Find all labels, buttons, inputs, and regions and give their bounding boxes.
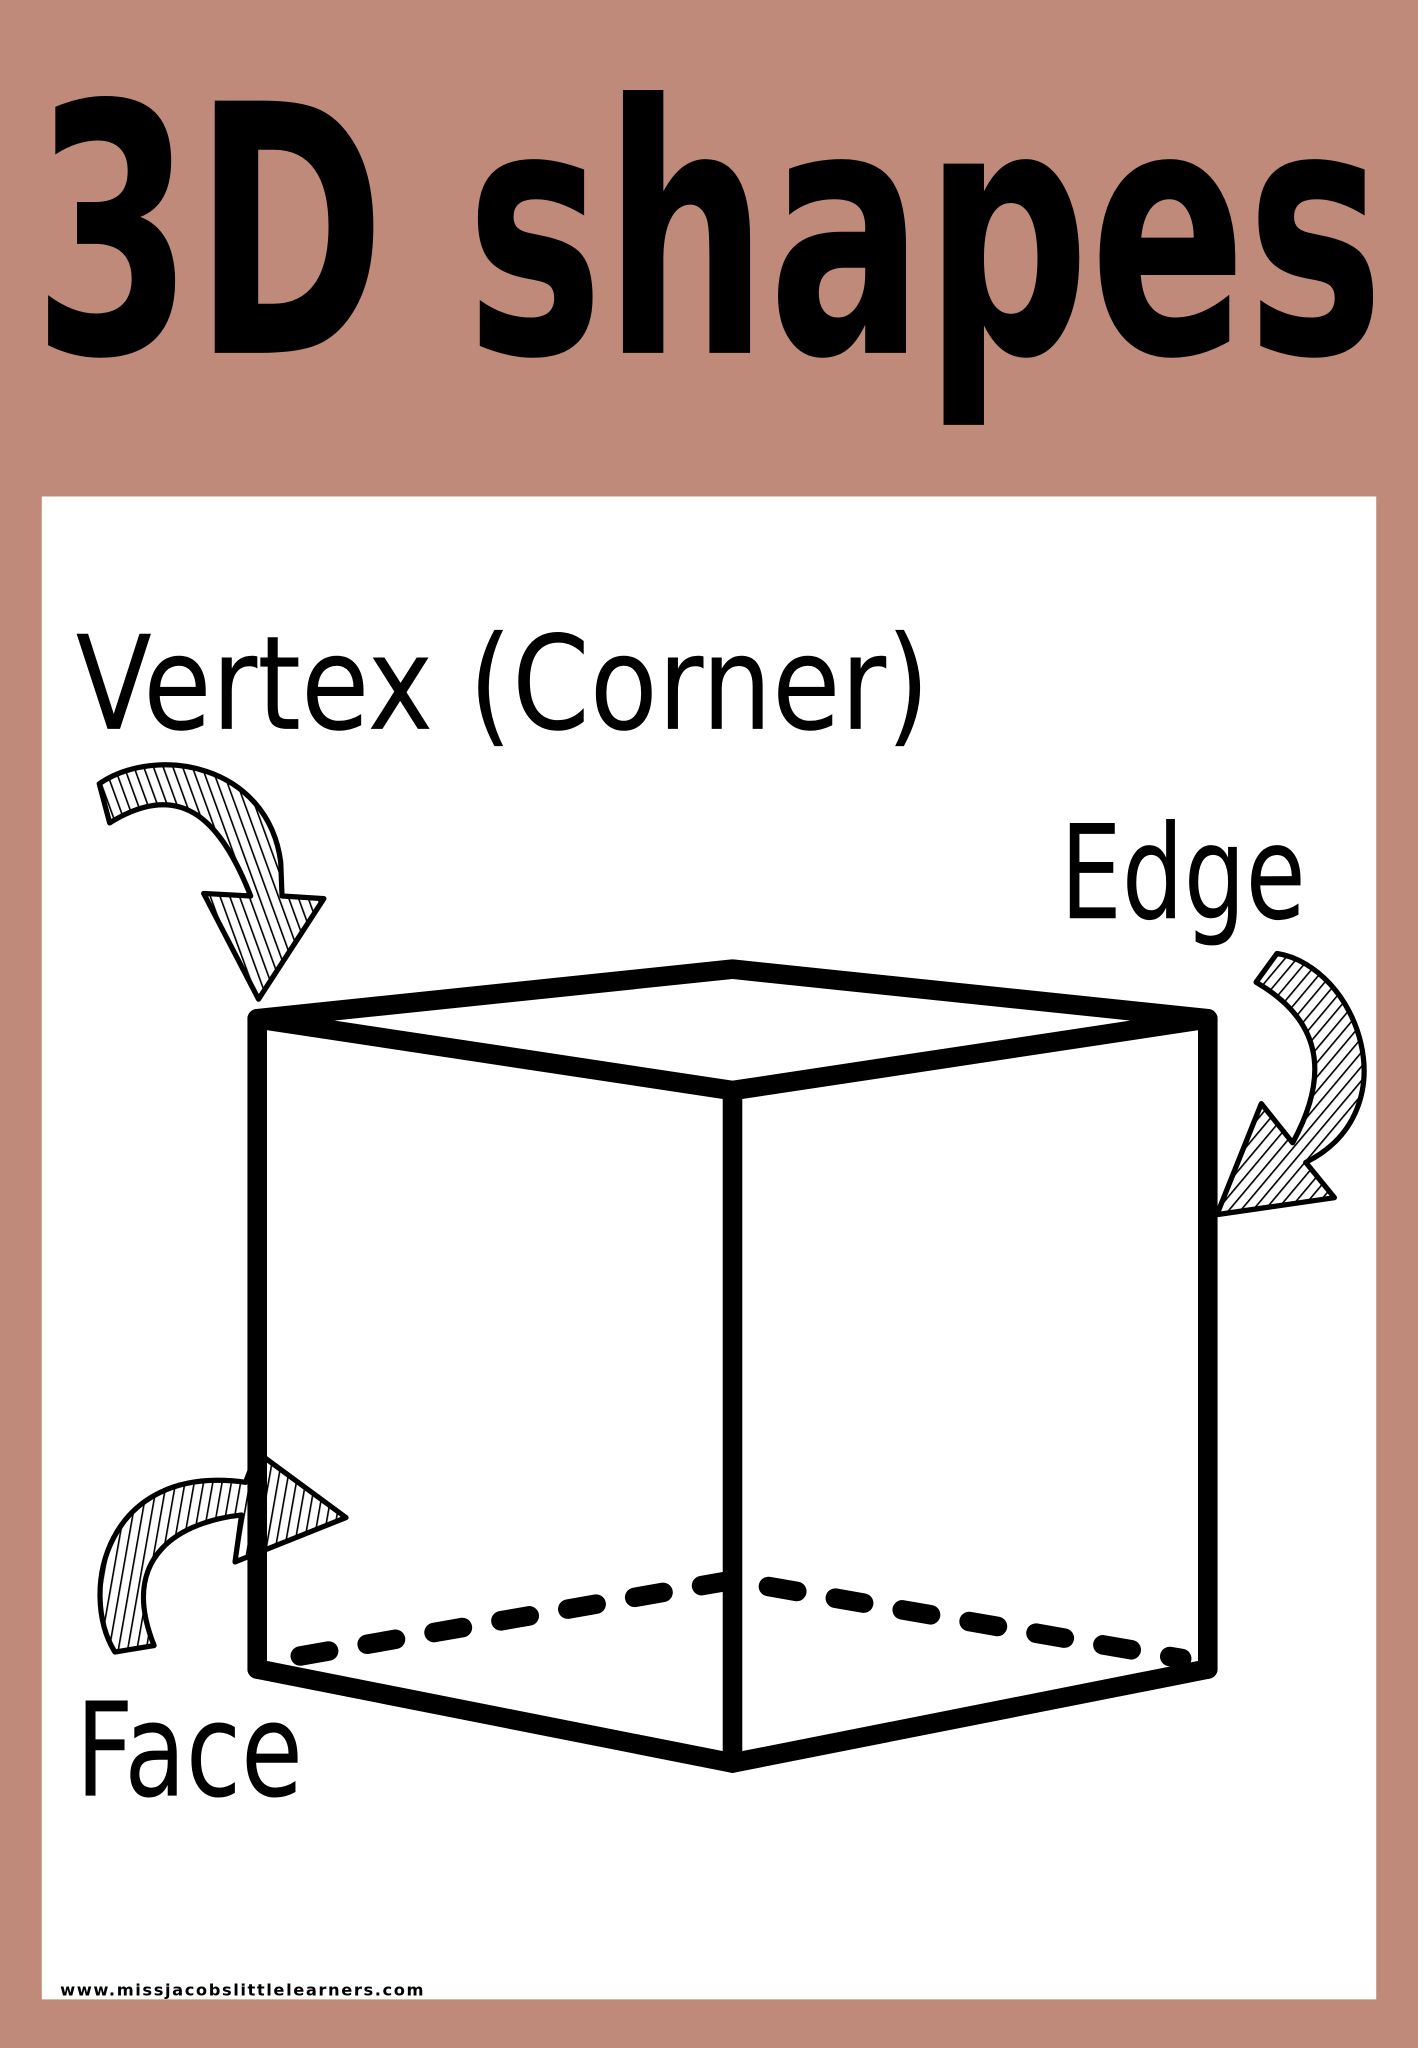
cube-bottom-edges — [247, 1659, 1218, 1773]
edge-label: Edge — [1060, 797, 1305, 949]
cube-hidden-edges — [290, 1570, 1192, 1669]
hatched-curved-arrow-vertex-icon — [96, 762, 327, 1002]
vertex-label: Vertex (Corner) — [76, 608, 930, 760]
page-title: 3D shapes — [33, 32, 1384, 435]
face-label: Face — [76, 1675, 303, 1827]
cube-diagram — [247, 959, 1218, 1773]
hatched-curved-arrow-edge-icon — [1214, 950, 1367, 1218]
footer-website: www.missjacobslittlelearners.com — [60, 1980, 425, 1999]
hatched-curved-arrow-face-icon — [97, 1449, 349, 1655]
